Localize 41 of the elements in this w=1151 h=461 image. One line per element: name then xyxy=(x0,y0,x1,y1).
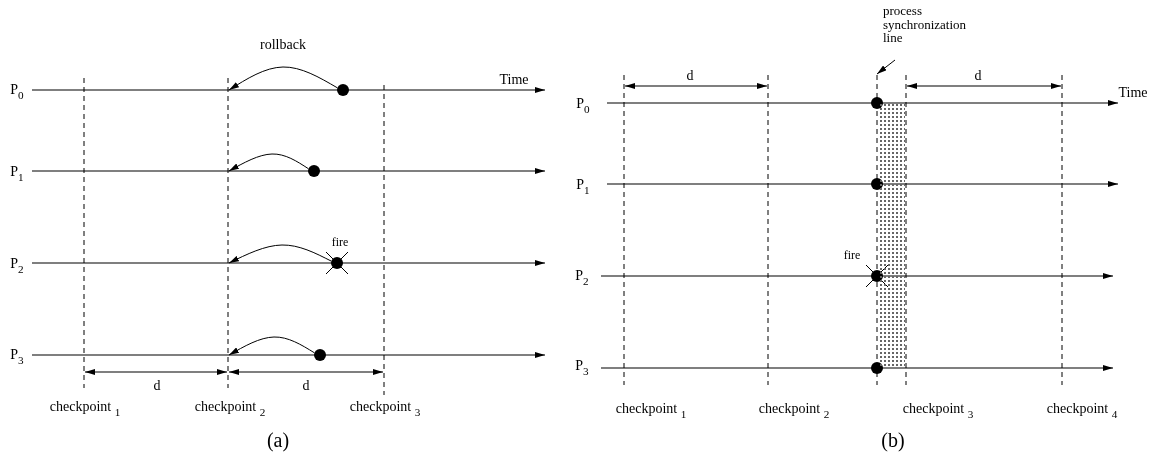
event-dot xyxy=(308,165,320,177)
time-label: Time xyxy=(499,73,529,87)
checkpoint-label: checkpoint $_{3}$ xyxy=(349,399,421,419)
rollback-arrow xyxy=(228,244,332,264)
dimension-label: d xyxy=(686,69,694,83)
checkpoint-label: checkpoint $_{4}$ xyxy=(1046,401,1118,421)
rollback-arrow xyxy=(228,336,315,356)
checkpoint-label: checkpoint $_{1}$ xyxy=(615,401,687,421)
dimension-label: d xyxy=(302,379,310,393)
event-dot xyxy=(314,349,326,361)
process-label: P$_{2}$ xyxy=(10,256,24,276)
checkpoint-label: checkpoint $_{3}$ xyxy=(902,401,974,421)
event-dot xyxy=(331,257,343,269)
panel-caption: (b) xyxy=(881,430,905,450)
event-dot xyxy=(337,84,349,96)
shaded-band xyxy=(879,103,905,366)
event-dot xyxy=(871,362,883,374)
rollback-arrow xyxy=(228,153,309,172)
checkpoint-label: checkpoint $_{2}$ xyxy=(194,399,266,419)
time-label: Time xyxy=(1118,86,1148,100)
process-label: P$_{0}$ xyxy=(576,96,590,116)
process-label: P$_{3}$ xyxy=(10,347,24,367)
rollback-arrow xyxy=(228,66,338,91)
process-label: P$_{1}$ xyxy=(10,164,24,184)
dimension-label: d xyxy=(974,69,982,83)
process-label: P$_{1}$ xyxy=(576,177,590,197)
process-label: P$_{3}$ xyxy=(575,358,589,378)
callout-text: process synchronization line xyxy=(883,4,981,45)
process-label: P$_{2}$ xyxy=(575,268,589,288)
checkpoint-label: checkpoint $_{1}$ xyxy=(49,399,121,419)
event-dot xyxy=(871,97,883,109)
event-label: fire xyxy=(843,249,861,261)
edge-label: rollback xyxy=(258,38,308,52)
dimension-label: d xyxy=(153,379,161,393)
process-label: P$_{0}$ xyxy=(10,82,24,102)
checkpoint-label: checkpoint $_{2}$ xyxy=(758,401,830,421)
event-dot xyxy=(871,270,883,282)
event-label: fire xyxy=(331,236,349,248)
event-dot xyxy=(871,178,883,190)
panel-caption: (a) xyxy=(266,430,290,450)
leader-line xyxy=(876,59,896,75)
